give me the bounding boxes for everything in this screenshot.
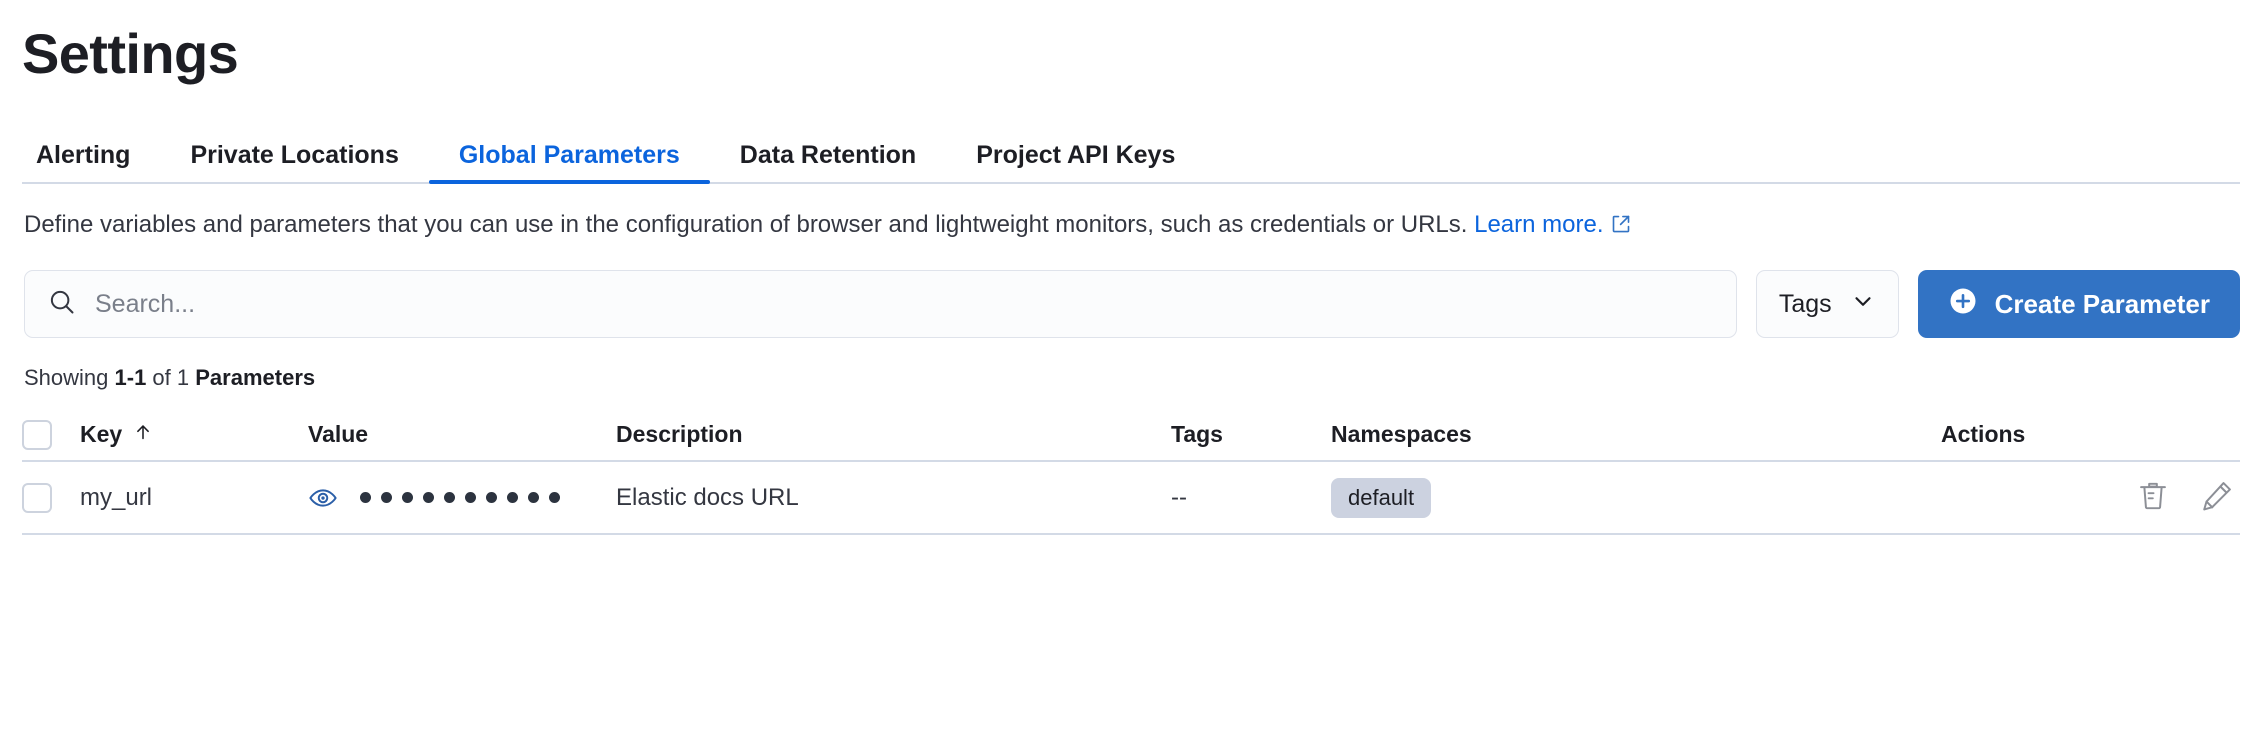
- table-header: Key Value Description Tags: [22, 409, 2240, 462]
- column-header-namespaces: Namespaces: [1331, 409, 1941, 461]
- column-label-description: Description: [616, 421, 743, 448]
- search-box[interactable]: [24, 270, 1737, 339]
- row-select-checkbox[interactable]: [22, 482, 52, 513]
- parameters-table: Key Value Description Tags: [22, 409, 2240, 535]
- showing-total: 1: [176, 365, 190, 391]
- tab-alerting[interactable]: Alerting: [22, 143, 160, 182]
- pencil-icon: [2200, 479, 2234, 516]
- results-count: Showing 1-1 of 1 Parameters: [22, 365, 2240, 391]
- showing-noun: Parameters: [189, 365, 316, 391]
- column-header-value: Value: [308, 409, 616, 461]
- search-icon: [47, 287, 77, 322]
- parameter-tags: --: [1171, 483, 1187, 511]
- showing-of: of: [146, 365, 177, 391]
- column-label-tags: Tags: [1171, 421, 1223, 448]
- column-header-actions: Actions: [1941, 409, 2240, 461]
- select-all-header: [22, 409, 80, 461]
- create-parameter-button[interactable]: Create Parameter: [1917, 270, 2240, 339]
- column-header-tags: Tags: [1171, 409, 1331, 461]
- learn-more-label: Learn more.: [1474, 211, 1604, 239]
- table-header-row: Key Value Description Tags: [22, 409, 2240, 462]
- column-header-key[interactable]: Key: [80, 409, 308, 461]
- tab-private-locations[interactable]: Private Locations: [160, 143, 428, 182]
- showing-prefix: Showing: [24, 365, 115, 391]
- select-all-checkbox[interactable]: [22, 419, 52, 450]
- arrow-up-icon: [132, 421, 154, 449]
- cell-tags: --: [1171, 461, 1331, 534]
- description-text: Define variables and parameters that you…: [24, 211, 1468, 239]
- cell-description: Elastic docs URL: [616, 461, 1171, 534]
- chevron-down-icon: [1850, 288, 1876, 321]
- external-link-icon: [1611, 210, 1631, 244]
- cell-value: [308, 461, 616, 534]
- row-select-cell: [22, 461, 80, 534]
- tags-filter-label: Tags: [1778, 289, 1832, 318]
- masked-value: [360, 492, 560, 504]
- settings-tabs: Alerting Private Locations Global Parame…: [22, 130, 2240, 185]
- showing-range: 1-1: [114, 365, 147, 391]
- plus-circle-icon: [1948, 286, 1978, 323]
- trash-icon: [2136, 479, 2170, 516]
- column-label-actions: Actions: [1941, 421, 2026, 448]
- eye-icon[interactable]: [308, 483, 338, 513]
- parameters-toolbar: Tags Create Parameter: [22, 270, 2240, 339]
- table-row: my_url Elast: [22, 461, 2240, 535]
- cell-actions: [1941, 461, 2240, 534]
- learn-more-link[interactable]: Learn more.: [1474, 211, 1603, 238]
- status-badge: default: [1331, 477, 1432, 518]
- page-description: Define variables and parameters that you…: [22, 208, 2207, 244]
- table-body: my_url Elast: [22, 461, 2240, 535]
- cell-key: my_url: [80, 461, 308, 534]
- column-header-description: Description: [616, 409, 1171, 461]
- column-label-value: Value: [308, 421, 369, 448]
- tags-filter-dropdown[interactable]: Tags: [1755, 270, 1899, 339]
- parameter-key: my_url: [80, 483, 153, 511]
- edit-parameter-button[interactable]: [2200, 479, 2234, 516]
- tab-global-parameters[interactable]: Global Parameters: [428, 143, 710, 185]
- create-parameter-label: Create Parameter: [1994, 288, 2210, 319]
- tab-data-retention[interactable]: Data Retention: [710, 143, 946, 182]
- column-label-namespaces: Namespaces: [1331, 421, 1472, 448]
- parameter-description: Elastic docs URL: [616, 483, 799, 511]
- tab-project-api-keys[interactable]: Project API Keys: [946, 143, 1205, 182]
- page-title: Settings: [22, 22, 239, 85]
- cell-namespaces: default: [1331, 461, 1941, 534]
- column-label-key: Key: [80, 421, 123, 448]
- search-input[interactable]: [95, 271, 1714, 338]
- delete-parameter-button[interactable]: [2136, 479, 2170, 516]
